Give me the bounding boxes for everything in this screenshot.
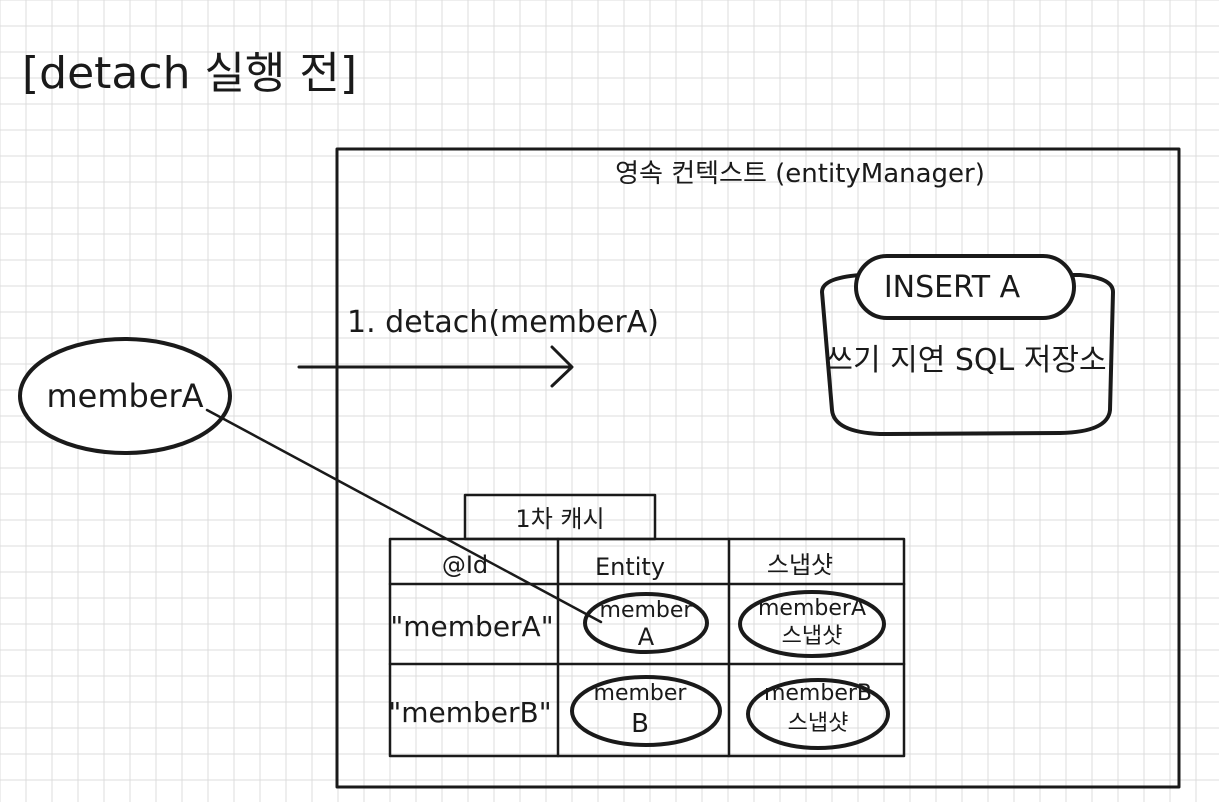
cache-header-id: @Id	[442, 551, 488, 579]
first-level-cache: 1차 캐시 @Id Entity 스냅샷 "memberA" member A …	[388, 493, 906, 758]
cache-entity-label: member	[600, 598, 694, 623]
sql-store: INSERT A 쓰기 지연 SQL 저장소	[820, 254, 1115, 436]
detach-action-label: 1. detach(memberA)	[347, 305, 659, 340]
cache-entity-label: B	[631, 709, 649, 739]
cache-snapshot-label: 스냅샷	[788, 711, 849, 736]
sql-store-body	[820, 273, 1115, 436]
cache-snapshot-member-a	[738, 590, 886, 658]
cache-header-snapshot: 스냅샷	[767, 551, 833, 579]
page-title: [detach 실행 전]	[22, 48, 357, 99]
cache-entity-member-a	[583, 592, 709, 654]
cache-snapshot-label: 스냅샷	[782, 624, 843, 649]
detach-arrow-head	[550, 345, 574, 388]
cache-row-id: "memberB"	[388, 696, 551, 729]
cache-entity-label: A	[638, 623, 655, 651]
cache-snapshot-label: memberA	[758, 596, 866, 621]
persistence-context-title: 영속 컨텍스트 (entityManager)	[615, 159, 985, 189]
cache-snapshot-label: memberB	[764, 681, 872, 706]
member-a-entity	[18, 337, 232, 455]
sql-store-insert-label: INSERT A	[884, 270, 1021, 305]
cache-header-entity: Entity	[595, 553, 665, 581]
cache-entity-label: member	[594, 681, 688, 706]
sql-store-insert-pill	[854, 254, 1076, 320]
cache-row-id: "memberA"	[390, 610, 553, 643]
cache-title: 1차 캐시	[515, 505, 604, 533]
sql-store-label: 쓰기 지연 SQL 저장소	[825, 343, 1106, 378]
persistence-context-box	[335, 147, 1181, 789]
reference-line	[205, 408, 603, 624]
cache-snapshot-member-b	[746, 678, 890, 750]
cache-entity-member-b	[570, 675, 722, 747]
member-a-entity-label: memberA	[46, 377, 203, 415]
cache-table	[388, 537, 906, 758]
